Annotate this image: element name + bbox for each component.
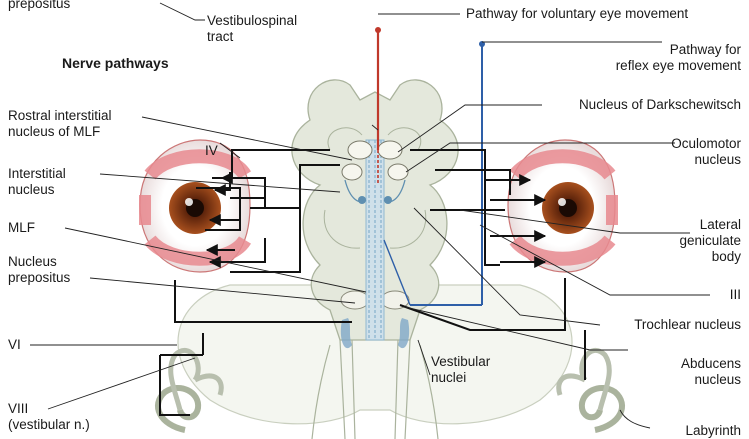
label-iv: IV [205, 143, 218, 159]
left-eye [140, 140, 250, 272]
label-mlf: MLF [8, 220, 35, 236]
label-viii: VIII (vestibular n.) [8, 401, 90, 433]
label-interstitial-nucleus: Interstitial nucleus [8, 166, 66, 198]
label-oculomotor-nucleus: Oculomotor nucleus [671, 136, 741, 168]
label-rostral-interstitial: Rostral interstitial nucleus of MLF [8, 108, 112, 140]
right-eye [508, 140, 615, 272]
label-vestibular-nuclei: Vestibular nuclei [431, 354, 490, 386]
label-nucleus-prepositus: Nucleus prepositus [8, 254, 70, 286]
nerve-pathways-heading: Nerve pathways [62, 55, 169, 71]
label-lateral-geniculate: Lateral geniculate body [679, 217, 741, 265]
label-vestibulospinal-tract: Vestibulospinal tract [207, 13, 297, 45]
mlf-column [366, 140, 384, 340]
label-vi: VI [8, 337, 21, 353]
label-prepositus-top: prepositus [8, 0, 70, 12]
label-voluntary-pathway: Pathway for voluntary eye movement [466, 6, 688, 22]
label-trochlear-nucleus: Trochlear nucleus [634, 317, 741, 333]
label-reflex-pathway: Pathway for reflex eye movement [616, 42, 741, 74]
label-labyrinth: Labyrinth [685, 423, 741, 439]
label-iii: III [730, 287, 741, 303]
label-abducens-nucleus: Abducens nucleus [681, 356, 741, 388]
label-darkschewitsch: Nucleus of Darkschewitsch [579, 97, 741, 113]
